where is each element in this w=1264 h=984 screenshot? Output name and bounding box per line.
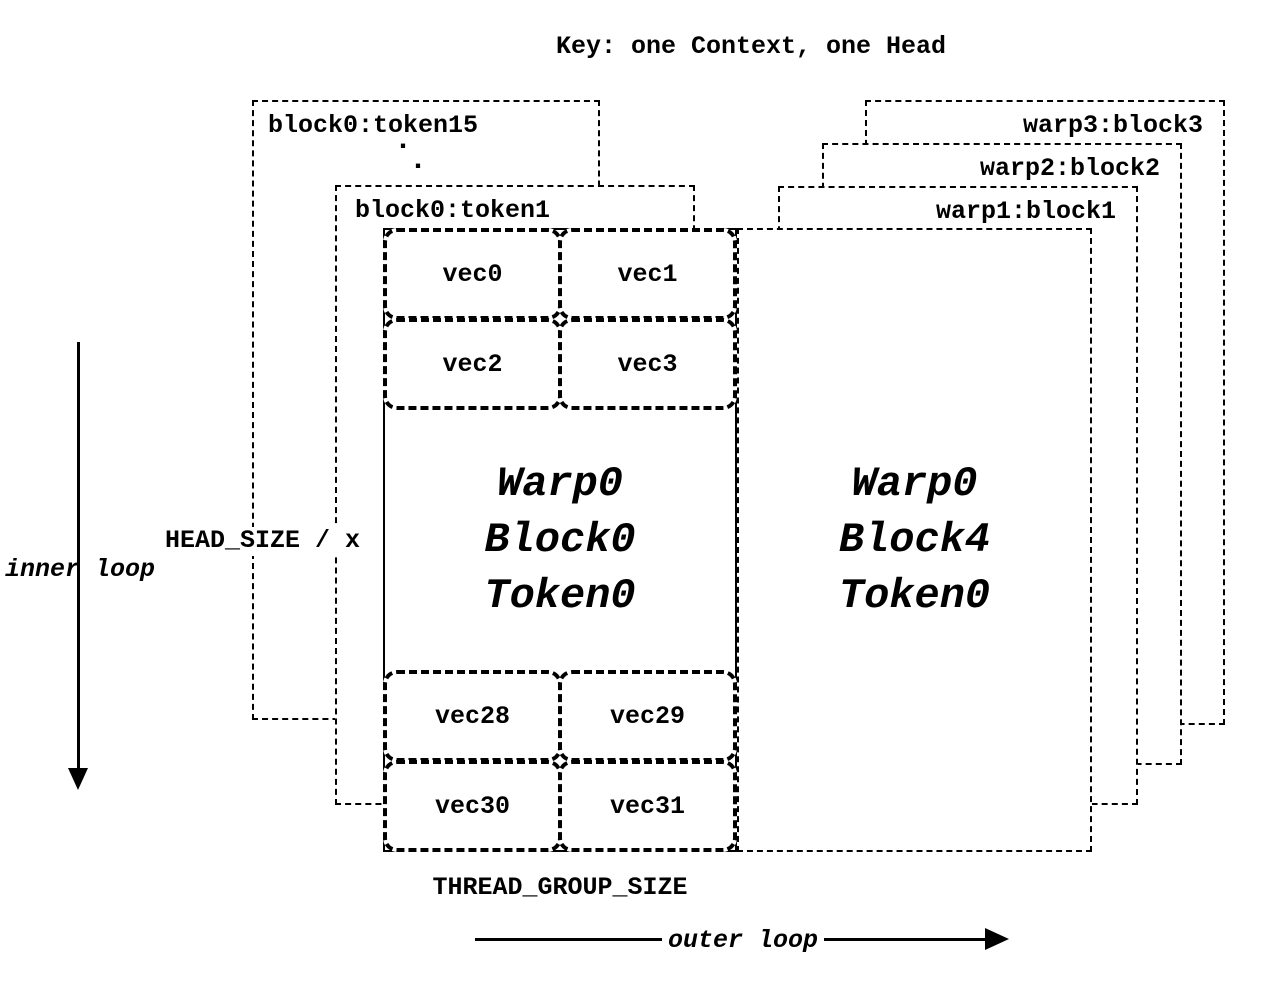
vec31-label: vec31 xyxy=(609,791,685,821)
center-line: Token0 xyxy=(484,572,636,620)
ellipsis-dot: · xyxy=(394,130,413,164)
block0-token1-label: block0:token1 xyxy=(355,196,551,225)
inner-loop-arrow-line xyxy=(77,342,80,768)
center-line: Block0 xyxy=(484,516,636,564)
vec2-label: vec2 xyxy=(442,349,503,379)
ellipsis-dot: · xyxy=(409,150,428,184)
vec28-label: vec28 xyxy=(434,701,510,731)
warp0-block4-token0-box: Warp0 Block4 Token0 xyxy=(737,228,1092,852)
vec0-cell: vec0 xyxy=(383,228,562,320)
center-line: Block4 xyxy=(838,516,991,564)
thread-group-size-label: THREAD_GROUP_SIZE xyxy=(432,873,688,902)
center-line: Token0 xyxy=(838,572,991,620)
vec30-label: vec30 xyxy=(434,791,510,821)
center-line: Warp0 xyxy=(496,460,624,508)
inner-loop-label: inner loop xyxy=(5,555,156,584)
warp1-block1-label: warp1:block1 xyxy=(935,197,1116,226)
warp0-block4-token0-text: Warp0 Block4 Token0 xyxy=(739,456,1090,624)
vec29-label: vec29 xyxy=(609,701,685,731)
outer-loop-label: outer loop xyxy=(662,926,825,956)
arrowhead-down-icon xyxy=(68,768,88,790)
warp0-block0-token0-box: vec0 vec1 vec2 vec3 Warp0 Block0 Token0 … xyxy=(383,228,737,852)
warp0-block0-token0-text: Warp0 Block0 Token0 xyxy=(385,456,735,624)
block0-token15-label: block0:token15 xyxy=(268,111,479,140)
vec31-cell: vec31 xyxy=(558,760,737,852)
diagram-title: Key: one Context, one Head xyxy=(556,32,947,61)
head-size-label: HEAD_SIZE / x xyxy=(162,526,364,556)
vec3-cell: vec3 xyxy=(558,318,737,410)
vec1-label: vec1 xyxy=(617,259,678,289)
vec30-cell: vec30 xyxy=(383,760,562,852)
warp3-block3-label: warp3:block3 xyxy=(1022,111,1203,140)
warp2-block2-label: warp2:block2 xyxy=(979,154,1160,183)
vec3-label: vec3 xyxy=(617,349,678,379)
vec28-cell: vec28 xyxy=(383,670,562,762)
vec0-label: vec0 xyxy=(442,259,503,289)
vec2-cell: vec2 xyxy=(383,318,562,410)
arrowhead-right-icon xyxy=(985,928,1009,950)
vec1-cell: vec1 xyxy=(558,228,737,320)
vec29-cell: vec29 xyxy=(558,670,737,762)
center-line: Warp0 xyxy=(851,460,978,508)
